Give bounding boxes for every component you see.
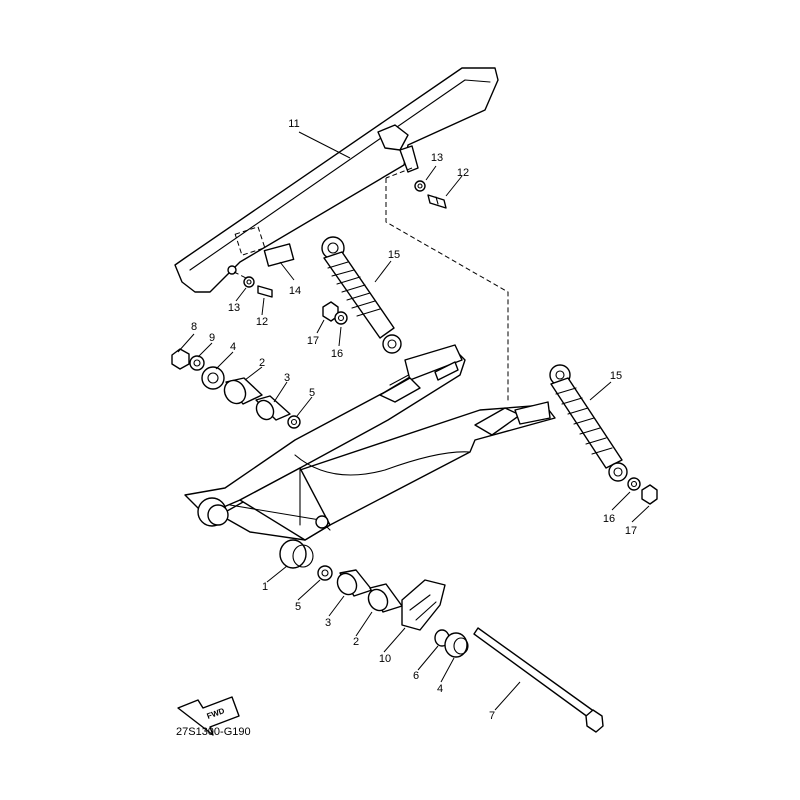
- callout-3-lower: 3: [325, 617, 331, 629]
- callout-13-lower: 13: [228, 302, 240, 314]
- callout-4-upper: 4: [230, 341, 236, 353]
- callout-2-lower: 2: [353, 636, 359, 648]
- callout-7: 7: [489, 710, 495, 722]
- callout-15-left: 15: [388, 249, 400, 261]
- hardware: [171, 180, 658, 733]
- reference-lines: [233, 167, 509, 402]
- callout-17-left: 17: [307, 335, 319, 347]
- callout-9: 9: [209, 332, 215, 344]
- diagram-code: 27S1300-G190: [176, 726, 251, 738]
- rear-shock-absorber-left: [321, 236, 402, 354]
- callout-2-upper: 2: [259, 357, 265, 369]
- callout-1: 1: [262, 581, 268, 593]
- callout-6: 6: [413, 670, 419, 682]
- callouts: 11 13 12 13 12 14 15 15 17 16 16 17 8 9 …: [191, 118, 637, 722]
- callout-8: 8: [191, 321, 197, 333]
- callout-16-left: 16: [331, 348, 343, 360]
- callout-16-right: 16: [603, 513, 615, 525]
- callout-4-lower: 4: [437, 683, 443, 695]
- rear-arm: [184, 344, 556, 541]
- callout-14: 14: [289, 285, 301, 297]
- callout-15-right: 15: [610, 370, 622, 382]
- callout-17-right: 17: [625, 525, 637, 537]
- callout-12-lower: 12: [256, 316, 268, 328]
- callout-11: 11: [288, 118, 299, 130]
- leader-lines: [177, 131, 650, 711]
- callout-10: 10: [379, 653, 391, 665]
- callout-13-upper: 13: [431, 152, 443, 164]
- callout-5-lower: 5: [295, 601, 301, 613]
- callout-3-upper: 3: [284, 372, 290, 384]
- rear-shock-absorber-right: [549, 364, 628, 482]
- callout-12-upper: 12: [457, 167, 469, 179]
- fwd-arrow: FWD: [177, 696, 240, 736]
- callout-5-upper: 5: [309, 387, 315, 399]
